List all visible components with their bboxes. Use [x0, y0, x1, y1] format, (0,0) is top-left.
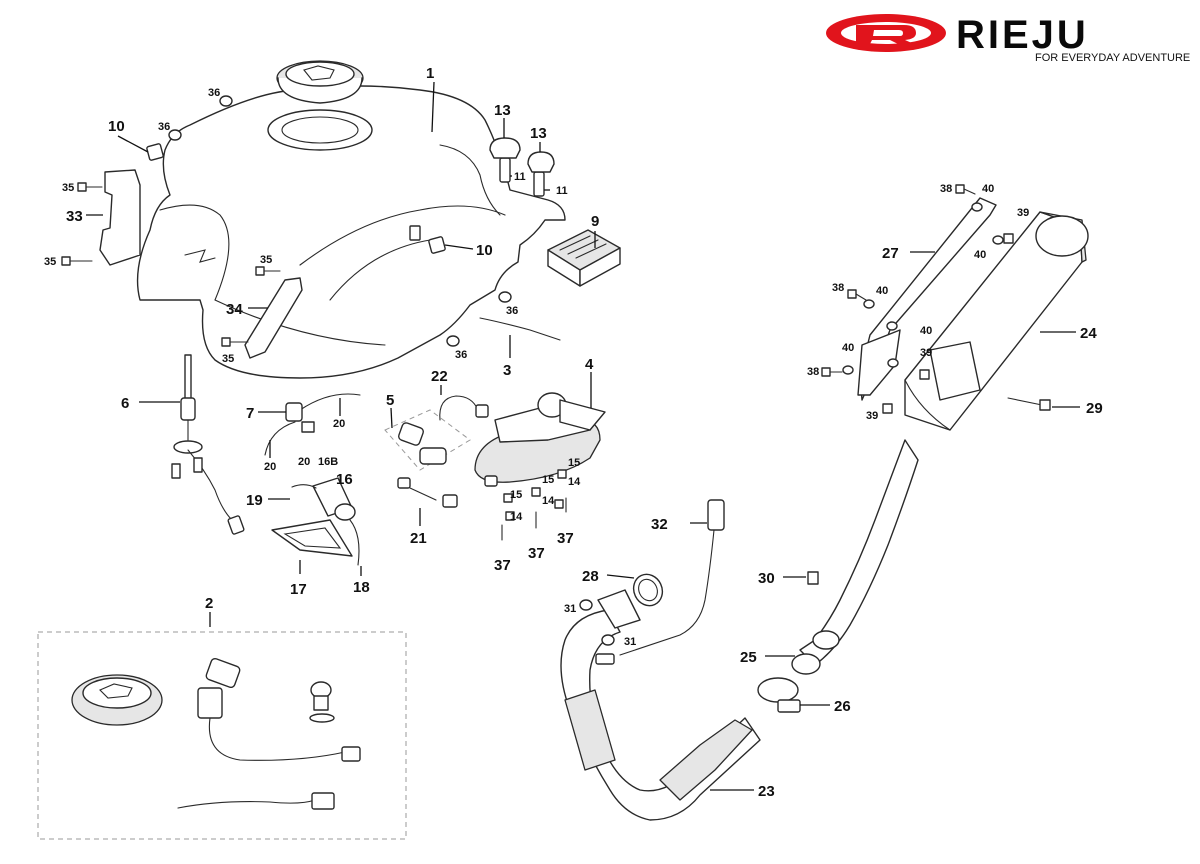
callout-29: 29 [1086, 400, 1103, 417]
callout-14-c: 14 [510, 511, 523, 523]
callout-40-a: 40 [982, 183, 994, 195]
logo-tagline: FOR EVERYDAY ADVENTURE [1035, 52, 1190, 64]
callout-35-c: 35 [260, 254, 272, 266]
callout-37-c: 37 [557, 530, 574, 547]
callout-27: 27 [882, 245, 899, 262]
callout-35-b: 35 [44, 256, 56, 268]
callout-4: 4 [585, 356, 594, 373]
callout-31-b: 31 [624, 636, 636, 648]
callout-39-b: 39 [920, 347, 932, 359]
callout-39-c: 39 [866, 410, 878, 422]
callout-13-right: 13 [530, 125, 547, 142]
logo-r-mark [856, 25, 916, 44]
exhaust-header-pipe [560, 439, 919, 821]
callout-10-top: 10 [108, 118, 125, 135]
fuel-pump-small [271, 477, 360, 566]
brand-logo: RIEJU FOR EVERYDAY ADVENTURE [826, 13, 1190, 64]
callout-40-c: 40 [876, 285, 888, 297]
fasteners-38-40-39 [821, 184, 1014, 414]
callout-30: 30 [758, 570, 775, 587]
exhaust-muffler [904, 211, 1089, 431]
callout-16b: 16B [318, 456, 338, 468]
callout-25: 25 [740, 649, 757, 666]
lambda-sensor [595, 499, 725, 665]
callout-38-b: 38 [832, 282, 844, 294]
fuel-level-sensor [171, 354, 245, 535]
callout-26: 26 [834, 698, 851, 715]
callout-19: 19 [246, 492, 263, 509]
callout-15-c: 15 [510, 489, 522, 501]
callout-6: 6 [121, 395, 129, 412]
callout-36-a: 36 [208, 87, 220, 99]
callout-11-right: 11 [556, 185, 568, 197]
main-fuel-pump [474, 392, 606, 541]
callout-35-d: 35 [222, 353, 234, 365]
fuel-tank [99, 60, 566, 379]
logo-wordmark: RIEJU [956, 13, 1089, 57]
callout-24: 24 [1080, 325, 1097, 342]
callout-39-a: 39 [1017, 207, 1029, 219]
callout-40-e: 40 [842, 342, 854, 354]
exhaust-fittings [579, 571, 840, 713]
callout-10-side: 10 [476, 242, 493, 259]
callout-labels: 1 2 3 4 5 6 7 9 10 10 11 11 13 13 14 14 … [44, 65, 1103, 800]
callout-36-b: 36 [158, 121, 170, 133]
callout-5: 5 [386, 392, 394, 409]
callout-37-a: 37 [494, 557, 511, 574]
breather-tube [479, 317, 561, 341]
callout-21: 21 [410, 530, 427, 547]
callout-36-c: 36 [506, 305, 518, 317]
callout-14-a: 14 [568, 476, 581, 488]
callout-3: 3 [503, 362, 511, 379]
callout-37-b: 37 [528, 545, 545, 562]
callout-11-left: 11 [514, 171, 526, 183]
fuel-valve [264, 393, 361, 456]
callout-32: 32 [651, 516, 668, 533]
callout-38-c: 38 [807, 366, 819, 378]
callout-17: 17 [290, 581, 307, 598]
callout-23: 23 [758, 783, 775, 800]
callout-14-b: 14 [542, 495, 555, 507]
callout-20-c: 20 [298, 456, 310, 468]
fuel-filter-set [384, 409, 471, 508]
callout-31-a: 31 [564, 603, 576, 615]
callout-34: 34 [226, 301, 243, 318]
callout-38-a: 38 [940, 183, 952, 195]
heat-shield [857, 197, 997, 401]
callout-16: 16 [336, 471, 353, 488]
kit-box-2 [37, 631, 407, 840]
callout-7: 7 [246, 405, 254, 422]
callout-20-b: 20 [264, 461, 276, 473]
callout-15-b: 15 [542, 474, 554, 486]
callout-15-a: 15 [568, 457, 580, 469]
leader-lines [86, 81, 1080, 791]
callout-33: 33 [66, 208, 83, 225]
regulator [547, 229, 621, 287]
callout-40-d: 40 [920, 325, 932, 337]
callout-2: 2 [205, 595, 213, 612]
callout-1: 1 [426, 65, 434, 82]
screws-35 [61, 182, 281, 347]
callout-18: 18 [353, 579, 370, 596]
callout-40-b: 40 [974, 249, 986, 261]
bolt-29 [1007, 397, 1051, 411]
callout-20-a: 20 [333, 418, 345, 430]
callout-36-d: 36 [455, 349, 467, 361]
callout-28: 28 [582, 568, 599, 585]
callout-9: 9 [591, 213, 599, 230]
callout-22: 22 [431, 368, 448, 385]
callout-35-a: 35 [62, 182, 74, 194]
fuel-hose-22 [439, 395, 479, 421]
callout-13-left: 13 [494, 102, 511, 119]
